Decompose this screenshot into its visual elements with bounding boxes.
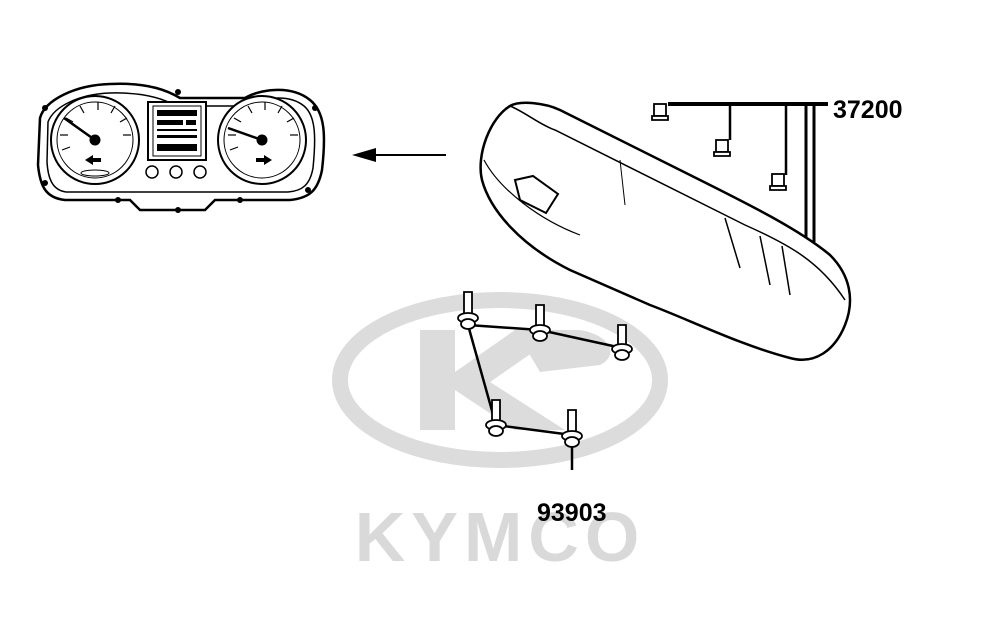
tapping-screws-icon (457, 291, 633, 470)
part-number-label: 37200 (833, 96, 903, 124)
watermark-brand-text: KYMCO (354, 498, 646, 576)
wire-harness-icon (651, 102, 828, 242)
part-number-label: 93903 (537, 499, 607, 527)
speedometer-assembly-icon (479, 101, 852, 361)
arrow-left-icon (352, 148, 446, 162)
instrument-cluster-front-icon (36, 82, 326, 213)
